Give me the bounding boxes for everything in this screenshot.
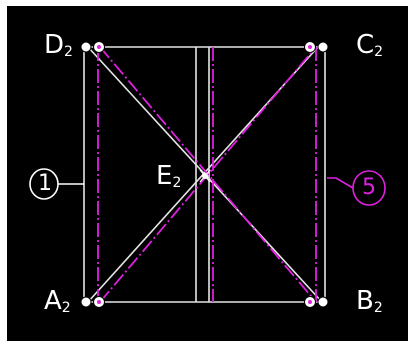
- callout-1: [29, 168, 84, 200]
- label-a-sub: 2: [61, 300, 71, 316]
- label-e-sub: 2: [172, 175, 182, 191]
- center-node: [199, 169, 211, 183]
- node-d: [80, 41, 105, 53]
- label-c-letter: C: [356, 30, 375, 60]
- label-b-sub: 2: [373, 300, 383, 316]
- label-e-letter: E: [156, 161, 173, 191]
- node-c: [304, 41, 329, 53]
- label-d-letter: D: [44, 30, 65, 60]
- label-b-letter: B: [356, 286, 374, 316]
- node-b: [304, 296, 329, 308]
- label-a-letter: A: [44, 286, 62, 316]
- label-a2: A2: [44, 286, 71, 316]
- node-markers: [80, 41, 329, 308]
- node-a: [80, 296, 105, 308]
- label-e2: E2: [156, 161, 182, 191]
- label-d2: D2: [44, 30, 73, 60]
- label-c2: C2: [356, 30, 384, 60]
- label-b2: B2: [356, 286, 383, 316]
- callout-1-number: 1: [38, 171, 52, 196]
- magenta-diagonal-a-to-c: [99, 46, 317, 303]
- callout-5: [327, 170, 386, 206]
- callout-5-number: 5: [362, 175, 376, 200]
- highlight-lines: [97, 46, 317, 303]
- label-d-sub: 2: [64, 44, 73, 60]
- label-c-sub: 2: [374, 44, 384, 60]
